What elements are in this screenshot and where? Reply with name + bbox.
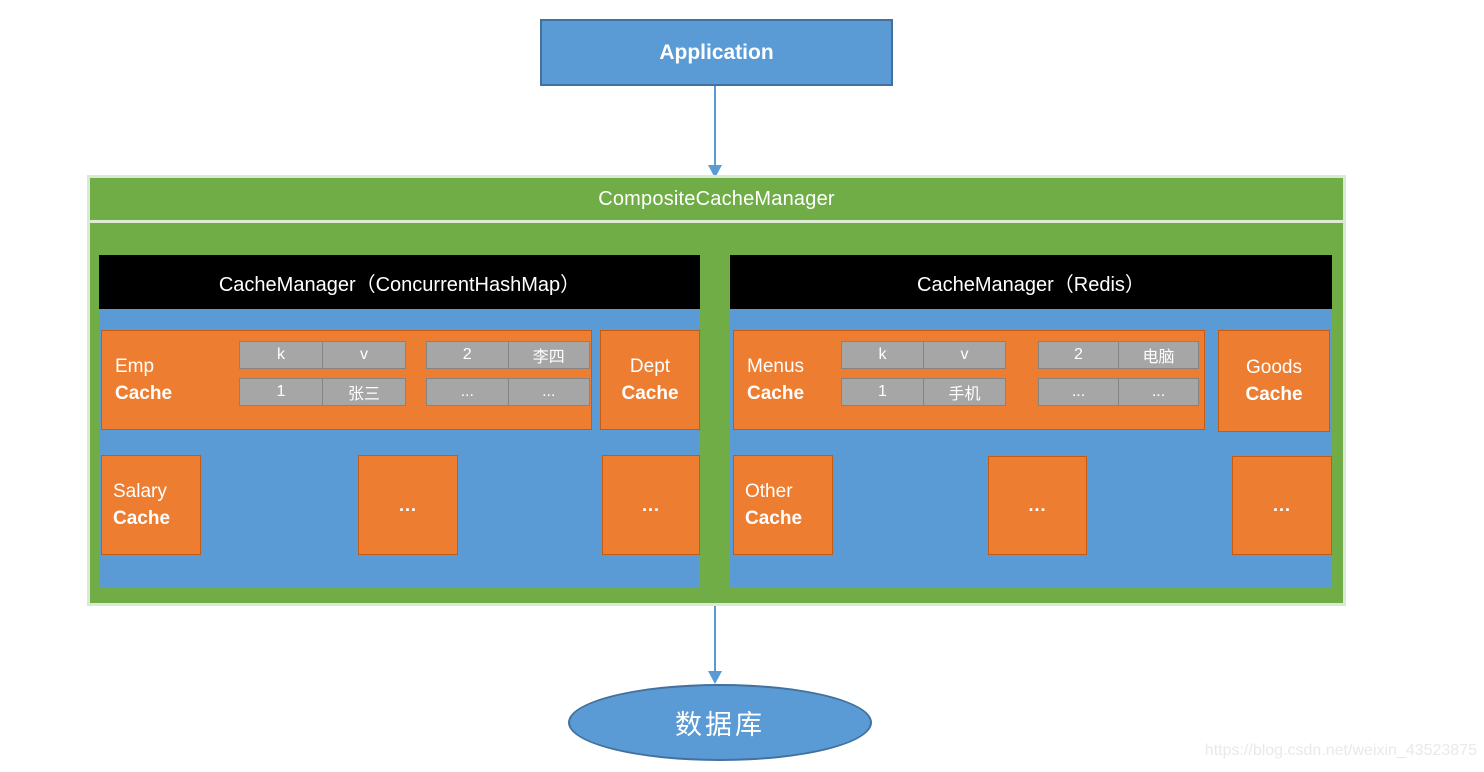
cache-name: Other	[745, 481, 793, 502]
emp-cache-box: Emp Cache k v 1 张三 2 李四	[101, 330, 592, 430]
arrow-app-to-manager-line	[714, 86, 716, 165]
table-row: 2 李四	[426, 341, 590, 369]
composite-title-divider	[90, 220, 1343, 223]
ellipsis-label: ...	[1272, 495, 1291, 515]
table-row: 1 手机	[841, 378, 1006, 406]
panel-header-concurrenthashmap: CacheManager（ConcurrentHashMap）	[99, 255, 700, 309]
menus-cache-box: Menus Cache k v 1 手机 2 电脑	[733, 330, 1205, 430]
goods-cache-box: Goods Cache	[1218, 330, 1330, 432]
application-label: Application	[659, 40, 774, 64]
arrow-manager-to-db-line	[714, 606, 716, 673]
arrow-manager-to-db-head	[708, 671, 722, 684]
cache-type: Cache	[621, 383, 679, 404]
table-row: ... ...	[1038, 378, 1199, 406]
cache-type: Cache	[745, 508, 803, 529]
panel-header-label: CacheManager（ConcurrentHashMap）	[218, 273, 581, 296]
menus-kv-table-1: k v 1 手机	[841, 341, 1006, 406]
table-row: ... ...	[426, 378, 590, 406]
panel-body-redis: Menus Cache k v 1 手机 2 电脑	[730, 309, 1332, 588]
ellipsis-cache-box: ...	[358, 455, 458, 555]
table-row: k v	[841, 341, 1006, 369]
table-cell: 2	[1038, 341, 1119, 369]
table-cell: k	[239, 341, 323, 369]
arrow-app-to-manager-head	[708, 165, 722, 178]
cache-name: Dept	[629, 356, 671, 377]
table-row: 1 张三	[239, 378, 406, 406]
watermark-text: https://blog.csdn.net/weixin_43523875	[1204, 742, 1477, 759]
database-node: 数据库	[568, 684, 872, 761]
composite-cache-manager-container: CompositeCacheManager CacheManager（Concu…	[87, 175, 1346, 606]
cache-name: Goods	[1246, 357, 1302, 378]
table-cell: v	[923, 341, 1006, 369]
table-cell: k	[841, 341, 924, 369]
table-cell: ...	[1118, 378, 1199, 406]
panel-header-redis: CacheManager（Redis）	[730, 255, 1332, 309]
table-cell: 李四	[507, 341, 590, 369]
table-cell: 手机	[923, 378, 1006, 406]
other-cache-box: Other Cache	[733, 455, 833, 555]
emp-kv-table-1: k v 1 张三	[239, 341, 406, 406]
table-cell: 1	[841, 378, 924, 406]
panel-body-concurrenthashmap: Emp Cache k v 1 张三 2 李四	[99, 309, 700, 588]
table-cell: ...	[1038, 378, 1119, 406]
table-cell: 张三	[322, 378, 406, 406]
cache-type: Cache	[1245, 384, 1303, 405]
panel-header-label: CacheManager（Redis）	[917, 273, 1145, 296]
other-cache-label: Other Cache	[745, 478, 802, 532]
table-cell: 电脑	[1118, 341, 1199, 369]
ellipsis-cache-box: ...	[602, 455, 700, 555]
table-cell: v	[322, 341, 406, 369]
cache-name: Menus	[747, 356, 805, 377]
table-row: k v	[239, 341, 406, 369]
ellipsis-cache-box: ...	[988, 456, 1087, 555]
table-cell: ...	[507, 378, 590, 406]
dept-cache-box: Dept Cache	[600, 330, 700, 430]
ellipsis-label: ...	[1028, 495, 1047, 515]
ellipsis-cache-box: ...	[1232, 456, 1332, 555]
salary-cache-label: Salary Cache	[113, 478, 170, 532]
emp-cache-label: Emp Cache	[115, 353, 172, 407]
table-row: 2 电脑	[1038, 341, 1199, 369]
application-node: Application	[540, 19, 893, 86]
cache-name: Emp	[115, 356, 155, 377]
salary-cache-box: Salary Cache	[101, 455, 201, 555]
table-cell: 2	[426, 341, 509, 369]
cache-manager-panel-concurrenthashmap: CacheManager（ConcurrentHashMap） Emp Cach…	[99, 255, 700, 588]
table-cell: ...	[426, 378, 509, 406]
table-cell: 1	[239, 378, 323, 406]
cache-name: Salary	[113, 481, 167, 502]
menus-kv-table-2: 2 电脑 ... ...	[1038, 341, 1199, 406]
database-label: 数据库	[675, 710, 765, 740]
cache-type: Cache	[747, 383, 805, 404]
ellipsis-label: ...	[641, 494, 660, 515]
emp-kv-table-2: 2 李四 ... ...	[426, 341, 590, 406]
menus-cache-label: Menus Cache	[747, 353, 804, 407]
ellipsis-label: ...	[398, 494, 417, 515]
cache-type: Cache	[115, 383, 173, 404]
cache-type: Cache	[113, 508, 171, 529]
composite-cache-manager-title: CompositeCacheManager	[598, 187, 835, 210]
cache-manager-panel-redis: CacheManager（Redis） Menus Cache k v 1 手机	[730, 255, 1332, 588]
